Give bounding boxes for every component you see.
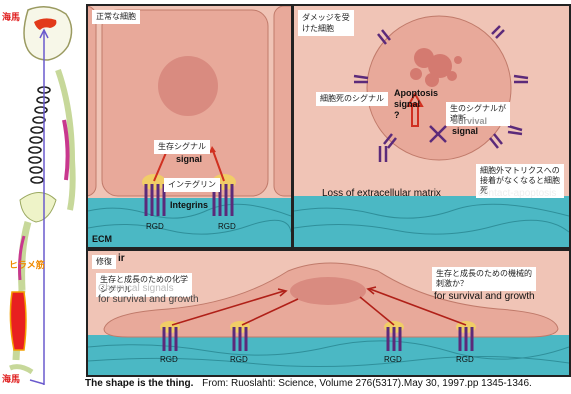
integrins-en: Integrins — [170, 200, 208, 210]
figure-caption: The shape is the thing. From: Ruoslahti:… — [85, 378, 532, 389]
panel-repair: 修復 ir 生存と成長のための化学 シグナル Chemical signals … — [86, 249, 571, 377]
rgd-left: RGD — [146, 222, 164, 231]
knee-bottom-label: 海馬 — [2, 372, 20, 385]
survival-blocked-line1: 生のシグナルが — [450, 104, 506, 114]
ecm-loss-line2: 接着がなくなると細胞 — [480, 176, 560, 186]
caption-source: From: Ruoslahti: Science, Volume 276(531… — [202, 378, 532, 389]
repair-title-jp: 修復 — [92, 255, 116, 269]
soleus-muscle — [10, 292, 26, 350]
death-en-line1: Apoptosis — [394, 88, 438, 99]
survival-en: Survival signal — [452, 116, 487, 136]
death-signal-en: Apoptosis signal ? — [394, 88, 438, 121]
nucleus — [158, 56, 218, 116]
thigh — [22, 222, 28, 290]
repair-rgd-1: RGD — [160, 355, 178, 364]
arm-muscle — [64, 120, 68, 180]
normal-cell-title: 正常な細胞 — [92, 10, 140, 24]
hippocampus-label: 海馬 — [2, 10, 20, 23]
mechanical-jp-line2: 刺激か？ — [436, 279, 532, 289]
damaged-title-line2: けた細胞 — [302, 23, 350, 34]
death-en-line2: signal — [394, 99, 438, 110]
repair-rgd-2: RGD — [230, 355, 248, 364]
rgd-right: RGD — [218, 222, 236, 231]
spine — [29, 87, 50, 183]
neighbor-cell-right — [274, 6, 291, 196]
normal-cell-drawing — [88, 6, 291, 247]
ecm-label: ECM — [92, 234, 112, 244]
caption-main: The shape is the thing. — [85, 378, 193, 389]
survival-en-line2: signal — [452, 126, 487, 136]
mechanical-en: for survival and growth — [434, 291, 535, 302]
repair-title-en: ir — [118, 253, 125, 264]
body-figure — [0, 0, 85, 394]
repair-rgd-4: RGD — [456, 355, 474, 364]
ecm-layer-2 — [294, 196, 569, 247]
soleus-label: ヒラメ筋 — [9, 258, 45, 271]
integrin-jp: インテグリン — [164, 178, 220, 192]
chemical-signal-en: Chemical signals for survival and growth — [98, 283, 199, 305]
connection-arrow-right — [30, 380, 44, 384]
survival-en-line1: Survival — [452, 116, 487, 126]
mechanical-jp-line1: 生存と成長のための機械的 — [436, 269, 532, 279]
mechanical-stim-jp: 生存と成長のための機械的 刺激か？ — [432, 267, 536, 291]
damaged-cell-drawing — [294, 6, 569, 247]
neighbor-cell-left — [88, 6, 96, 196]
head-outline — [24, 7, 72, 60]
chemical-en-line1: Chemical signals — [98, 283, 199, 294]
pelvis — [20, 193, 56, 223]
panel-normal-cell: 正常な細胞 生存シグナル signal インテグリン Integrins RGD… — [86, 4, 293, 249]
survival-signal-jp: 生存シグナル — [154, 140, 210, 154]
contact-apoptosis-en: contact-apoptosis — [478, 188, 556, 199]
repair-nucleus — [290, 277, 366, 305]
repair-rgd-3: RGD — [384, 355, 402, 364]
damaged-title-line1: ダメッジを受 — [302, 12, 350, 23]
survival-signal-en: signal — [176, 154, 202, 164]
panel-damaged-cell: ダメッジを受 けた細胞 細胞死のシグナル Apoptosis signal ? … — [292, 4, 571, 249]
damaged-cell-title: ダメッジを受 けた細胞 — [298, 10, 354, 36]
ecm-loss-line1: 細胞外マトリクスへの — [480, 166, 560, 176]
death-en-line3: ? — [394, 110, 438, 121]
chemical-en-line2: for survival and growth — [98, 294, 199, 305]
loss-of-ecm-en: Loss of extracellular matrix — [322, 188, 441, 199]
death-signal-jp: 細胞死のシグナル — [316, 92, 388, 106]
